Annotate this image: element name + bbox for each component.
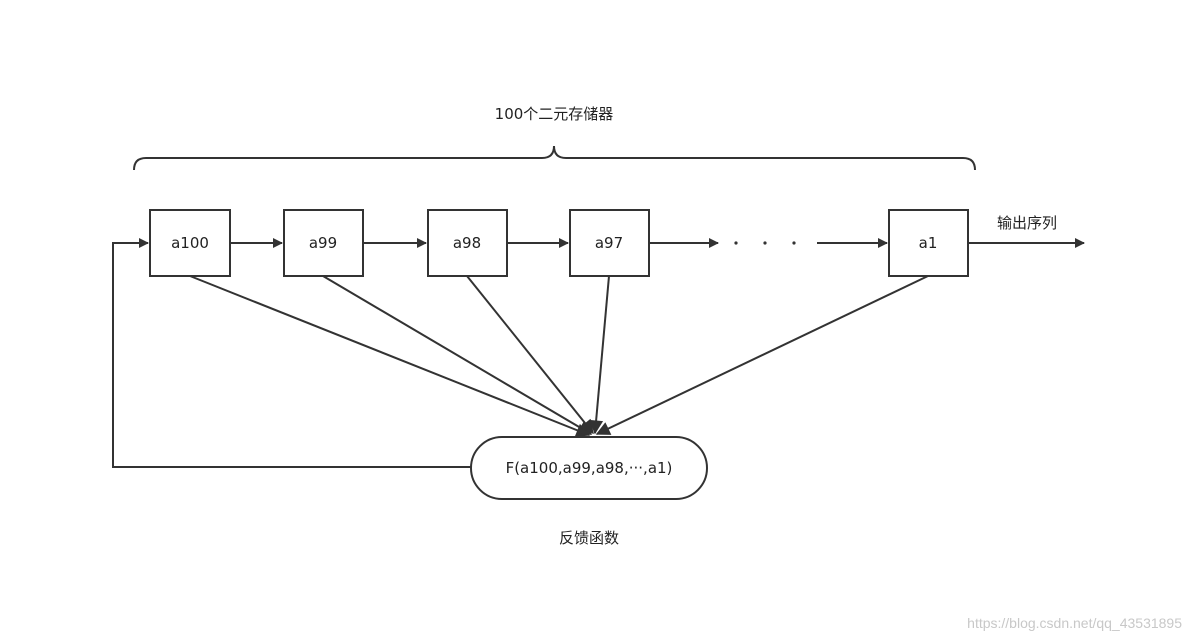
feedback-function-caption: 反馈函数 [559,529,619,547]
tap-line-a97 [589,275,610,435]
cell-a1-label: a1 [919,234,938,252]
diagram-title: 100个二元存储器 [495,105,614,123]
cell-a98-label: a98 [453,234,481,252]
ellipsis-dots [734,241,796,245]
cell-a99-label: a99 [309,234,337,252]
cell-a100 [149,209,231,277]
tap-line-a100 [189,275,591,437]
watermark: https://blog.csdn.net/qq_43531895 [967,615,1182,631]
tap-line-a98 [466,275,594,435]
cell-a99 [283,209,364,277]
output-label: 输出序列 [997,214,1057,232]
cell-a100-label: a100 [171,234,209,252]
feedback-function-label: F(a100,a99,a98,···,a1) [506,459,673,477]
feedback-loop-arrow [112,238,471,468]
tap-line-a99 [322,275,593,435]
register-brace [133,145,976,171]
cell-a97-label: a97 [595,234,623,252]
cell-a1 [888,209,969,277]
tap-line-a1 [595,275,929,435]
